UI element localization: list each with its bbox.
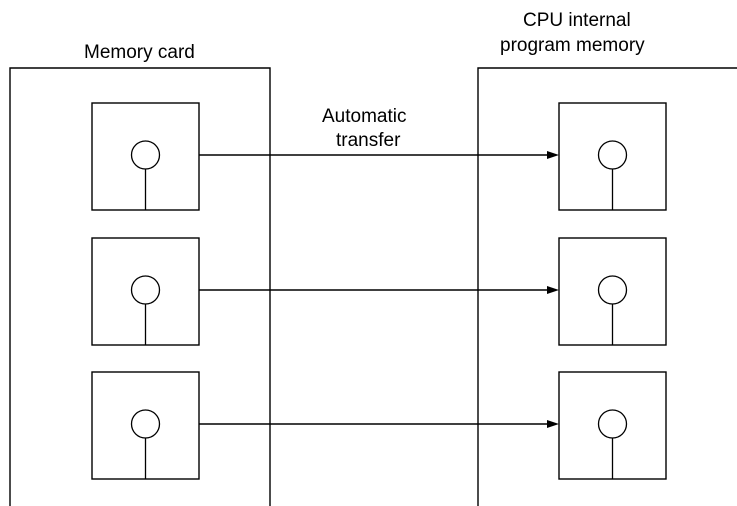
program-ring-icon [130, 275, 161, 305]
program-ring-icon [130, 140, 161, 170]
cpu-memory-program-2 [558, 237, 667, 346]
cpu-memory-frame [477, 67, 737, 506]
program-ring-icon [597, 275, 628, 305]
transfer-label-line1: Automatic [322, 106, 406, 127]
program-ring-icon [597, 140, 628, 170]
memory-card-program-3 [91, 371, 200, 480]
memory-card-program-1 [91, 102, 200, 211]
arrowhead-icon [547, 420, 559, 428]
cpu-memory-program-1 [558, 102, 667, 211]
arrowhead-icon [547, 286, 559, 294]
memory-card-label: Memory card [84, 42, 195, 63]
arrowhead-icon [547, 151, 559, 159]
memory-card-frame [9, 67, 271, 506]
program-rows [91, 102, 667, 480]
cpu-memory-label-line2: program memory [500, 35, 645, 56]
transfer-label-line2: transfer [336, 130, 401, 151]
memory-card-program-2 [91, 237, 200, 346]
cpu-memory-program-3 [558, 371, 667, 480]
cpu-memory-label-line1: CPU internal [523, 10, 631, 31]
program-ring-icon [597, 409, 628, 439]
program-ring-icon [130, 409, 161, 439]
